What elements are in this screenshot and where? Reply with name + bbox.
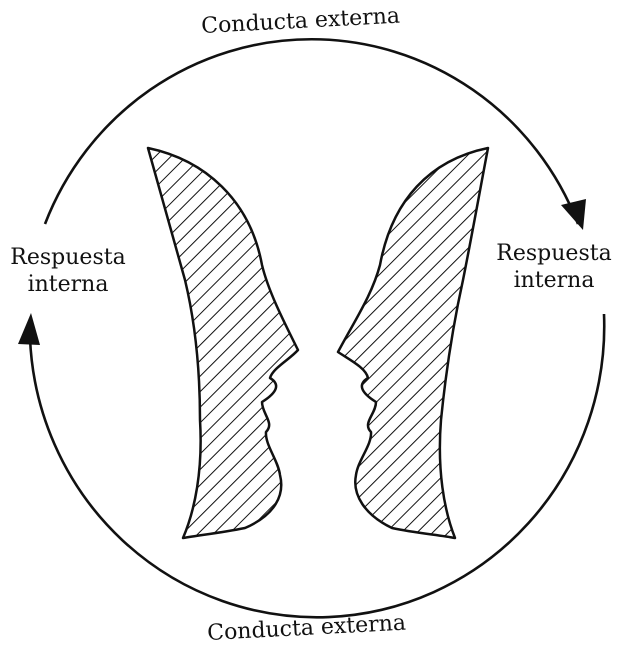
left-label-line2: interna — [4, 271, 132, 298]
bottom-arc — [30, 314, 604, 617]
right-label-line1: Respuesta — [494, 240, 614, 267]
right-label-line2: interna — [494, 267, 614, 294]
left-face-silhouette — [148, 148, 298, 538]
arrow-head-left — [18, 313, 40, 345]
arrow-head-right — [561, 199, 586, 230]
right-face-silhouette — [338, 148, 488, 538]
top-arc — [45, 39, 578, 224]
left-label: Respuesta interna — [4, 244, 132, 298]
right-label: Respuesta interna — [494, 240, 614, 294]
left-label-line1: Respuesta — [4, 244, 132, 271]
